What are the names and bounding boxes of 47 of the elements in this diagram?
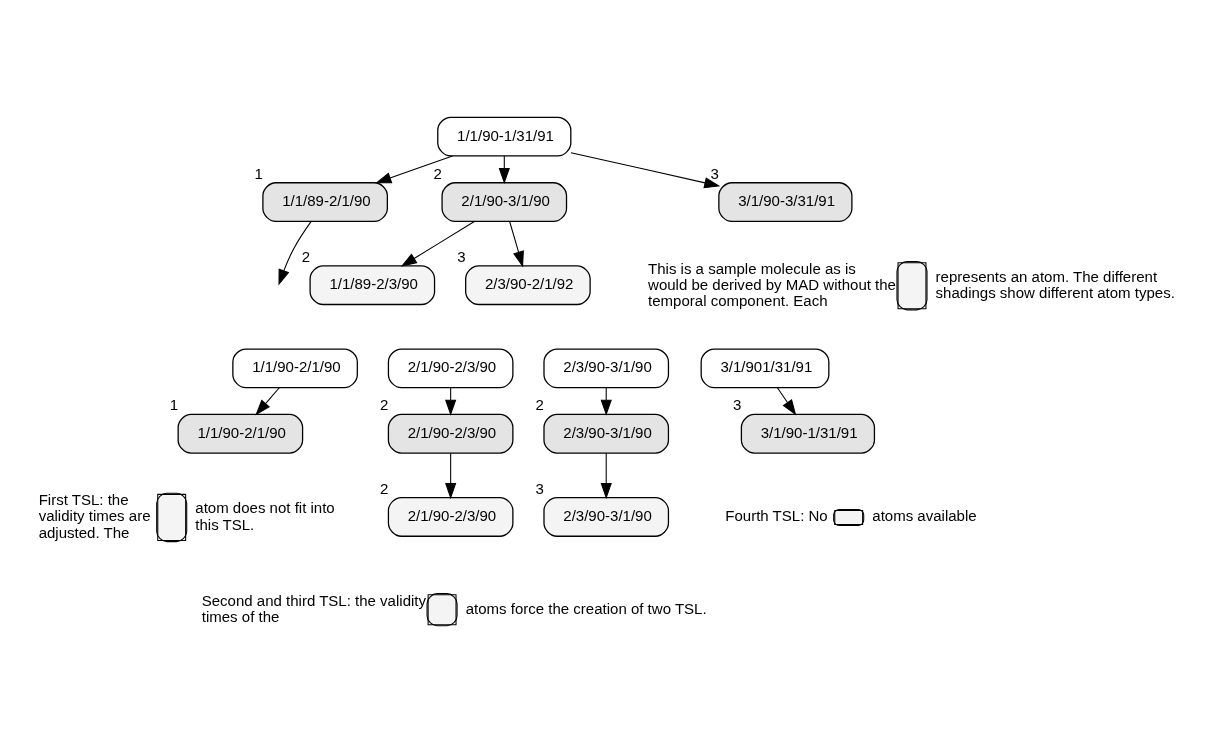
label: Second and third TSL: the validity times of the [201,591,427,625]
node-box: 1/1/90-2/1/90 [232,347,358,388]
node-box: 2/3/90-2/1/92 [465,264,591,305]
node-label: 2 [301,247,310,265]
node-box: 3/1/90-3/31/91 [718,181,853,222]
arrow [600,386,612,416]
node-box: 2/1/90-2/3/90 [387,496,514,537]
node-label: 3 [710,164,719,182]
node-box: 3/1/90-1/31/91 [740,413,876,454]
label: This is a sample molecule as is would be derived by MAD without the temporal component. Each [648,259,896,309]
node-box: 1/1/89-2/1/90 [262,181,388,222]
node-box: 2/1/90-3/1/90 [441,181,568,222]
arrow [570,151,721,188]
node-label: 3 [457,247,466,265]
arrow [445,452,457,499]
arrow [400,220,475,267]
arrow [600,452,612,499]
arrow [498,154,510,184]
arrow [375,154,453,183]
node-box: 1/1/90-2/1/90 [177,413,304,454]
label: atoms force the creation of two TSL. [465,599,707,617]
arrow [278,220,312,286]
label: First TSL: the validity times are adjusted. The [38,490,151,541]
node-label: 2 [535,395,544,413]
label: atoms available [872,506,977,524]
node-box: 2/1/90-2/3/90 [387,347,514,388]
node-box: 1/1/90-1/31/91 [437,116,572,157]
node-label: 2 [379,479,389,497]
arrow [776,386,797,416]
node-box: 2/3/90-3/1/90 [543,496,670,537]
node-label: 3 [535,479,544,497]
arrow [255,386,280,415]
node-label: 3 [732,395,742,413]
label: atom does not fit into this TSL. [195,498,335,532]
node-label: 1 [254,164,263,182]
node-box: 2/1/90-2/3/90 [387,413,514,454]
node-box: 2/3/90-3/1/90 [543,347,670,388]
label: Fourth TSL: No [725,506,828,524]
node-label: 2 [433,164,442,182]
node-label: 2 [379,395,389,413]
node-box: 2/3/90-3/1/90 [543,413,670,454]
node-label: 1 [169,395,179,413]
label: represents an atom. The different shadings show different atom types. [935,267,1175,301]
node-box: 1/1/89-2/3/90 [309,264,436,305]
arrow [445,386,457,416]
arrow [509,220,524,267]
node-box: 3/1/901/31/91 [700,347,830,388]
